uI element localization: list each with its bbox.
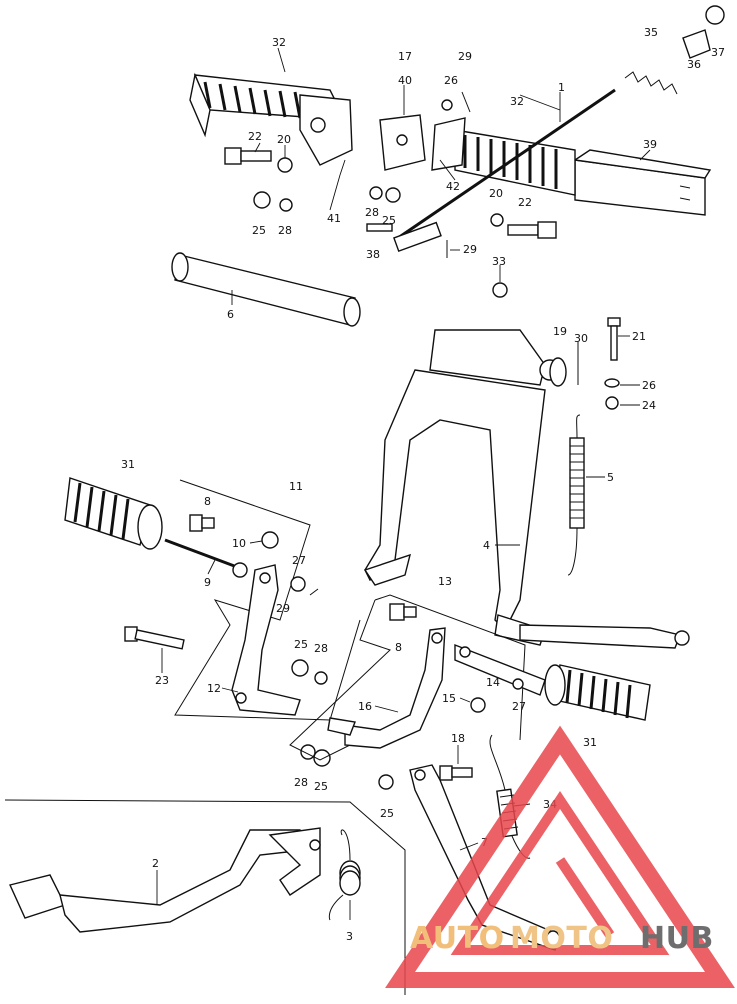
pillion-peg-bar-9 [164,538,248,578]
spring-5 [567,414,585,576]
callout-32a: 32 [272,36,286,49]
callout-3: 3 [346,930,353,943]
side-stand-7 [409,764,561,951]
watermark-triangle-inner [450,790,670,955]
spring-3 [328,829,361,921]
left-bracket-box-11 [174,479,361,721]
shaft-6 [171,252,361,327]
callout-9: 9 [204,576,211,589]
callout-17: 17 [398,50,412,63]
bracket-16 [327,627,446,749]
callout-10: 10 [232,537,246,550]
leader-lines [156,47,651,920]
callout-28c: 28 [314,642,328,655]
main-stand-4 [363,329,690,649]
gasket-42 [431,117,466,171]
parts-36-37 [682,5,725,59]
watermark-auto: AUTO [410,921,505,956]
bolt-22-left [224,147,272,165]
callout-6: 6 [227,308,234,321]
callout-20b: 20 [489,187,503,200]
callout-22b: 22 [518,196,532,209]
watermark-hub: HUB [640,921,714,956]
callout-27a: 27 [292,554,306,567]
callout-31b: 31 [583,736,597,749]
rod-1 [393,88,616,252]
bottom-section-divider [4,799,406,995]
callout-33: 33 [492,255,506,268]
callout-19: 19 [553,325,567,338]
callout-26a: 26 [444,74,458,87]
callout-30: 30 [574,332,588,345]
right-small-hardware [378,603,486,790]
callout-12: 12 [207,682,221,695]
callout-42: 42 [446,180,460,193]
callout-25e: 25 [380,807,394,820]
stand-hardware [549,317,621,410]
callout-25c: 25 [294,638,308,651]
left-bracket-12 [231,564,301,716]
callout-25a: 25 [252,224,266,237]
callout-14: 14 [486,676,500,689]
callout-29a: 29 [458,50,472,63]
callout-16: 16 [358,700,372,713]
callout-31a: 31 [121,458,135,471]
callout-13: 13 [438,575,452,588]
callout-28d: 28 [294,776,308,789]
callout-28a: 28 [278,224,292,237]
bracket-14 [454,643,546,696]
callout-39: 39 [643,138,657,151]
callout-21: 21 [632,330,646,343]
left-footpeg-rubber [189,72,353,166]
callout-28b: 28 [365,206,379,219]
callout-36: 36 [687,58,701,71]
right-pillion-peg-31 [544,664,651,721]
bolt-22-right [507,221,557,239]
footpeg-bar-39 [573,149,712,216]
callout-18: 18 [451,732,465,745]
callout-27b: 27 [512,700,526,713]
callout-4: 4 [483,539,490,552]
callout-25d: 25 [314,780,328,793]
callout-35: 35 [644,26,658,39]
callout-1: 1 [558,81,565,94]
bracket-17-40 [379,114,426,171]
callout-5: 5 [607,471,614,484]
callout-20a: 20 [277,133,291,146]
callout-37: 37 [711,46,725,59]
spring-35 [624,71,678,95]
callout-26b: 26 [642,379,656,392]
callout-8a: 8 [204,495,211,508]
watermark-moto: MOTO [510,921,613,956]
callout-32b: 32 [510,95,524,108]
left-pillion-peg-31 [64,477,163,550]
pedal-2 [9,827,321,933]
watermark-triangle-outer [385,725,735,988]
right-footpeg-rubber-32 [454,129,576,196]
left-small-hardware [124,514,331,767]
callout-2: 2 [152,857,159,870]
callout-41: 41 [327,212,341,225]
callout-38: 38 [366,248,380,261]
right-bracket-box-13 [289,594,526,761]
callout-15: 15 [442,692,456,705]
callout-25b: 25 [382,214,396,227]
watermark-logo [385,725,735,988]
knob-33 [492,282,508,298]
callout-23: 23 [155,674,169,687]
callout-29b: 29 [463,243,477,256]
callout-labels: 32 17 40 29 26 1 32 35 36 37 39 22 20 25… [121,26,725,943]
callout-29c: 29 [276,602,290,615]
callout-22a: 22 [248,130,262,143]
callout-8b: 8 [395,641,402,654]
callout-40: 40 [398,74,412,87]
callout-24: 24 [642,399,656,412]
callout-11: 11 [289,480,303,493]
